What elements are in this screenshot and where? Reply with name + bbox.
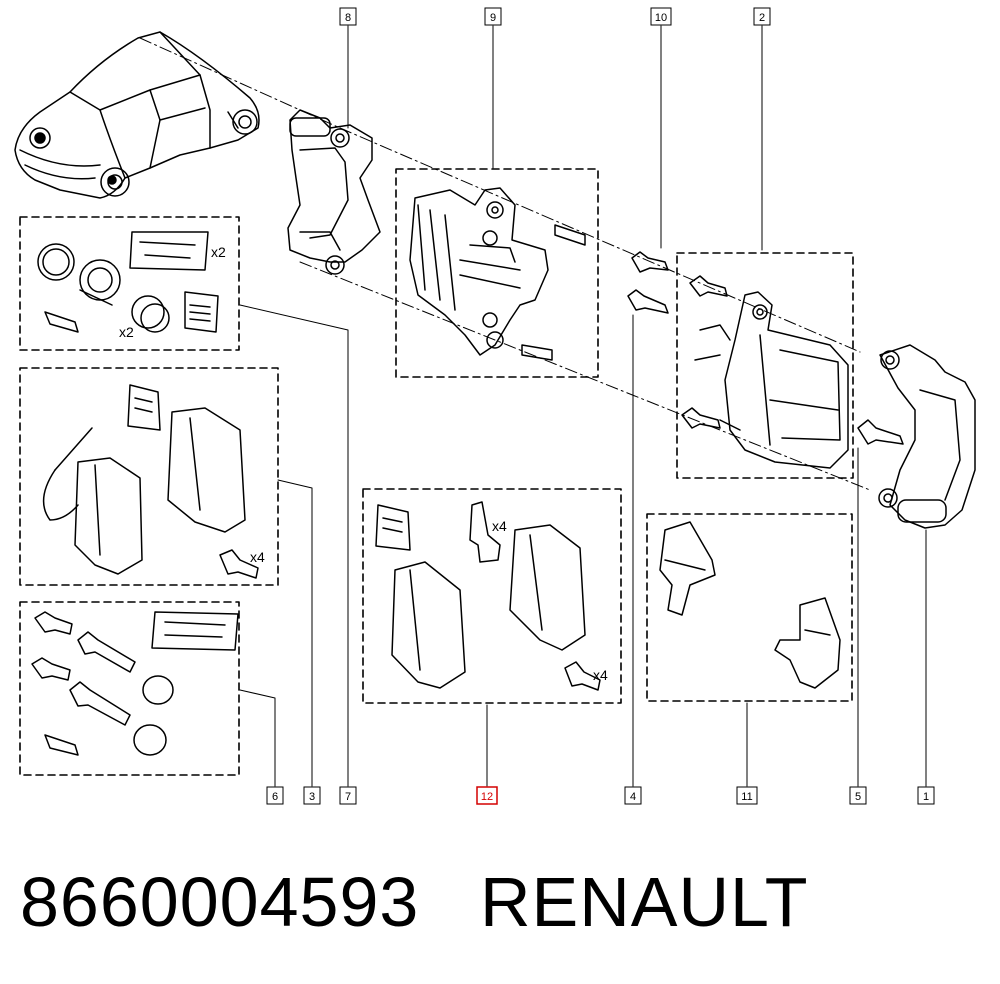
callout-11: 11 xyxy=(736,786,758,805)
kit-box-11 xyxy=(646,513,853,702)
car-illustration xyxy=(14,31,260,199)
axis-lines xyxy=(139,37,871,491)
leader-lines xyxy=(239,25,927,787)
callout-1: 1 xyxy=(917,786,935,805)
kit-6-contents xyxy=(31,611,239,756)
part-number: 8660004593 xyxy=(20,863,420,941)
caliper-bracket-8 xyxy=(287,109,381,275)
callout-10: 10 xyxy=(650,7,672,26)
quantity-labels: x2 x2 x4 x4 x4 xyxy=(119,244,608,683)
svg-text:12: 12 xyxy=(481,791,493,803)
callout-12: 12 xyxy=(476,786,498,805)
qty-kit12-bolts: x4 xyxy=(593,667,608,683)
kit-box-2 xyxy=(676,252,854,479)
callout-8: 8 xyxy=(339,7,357,26)
svg-text:9: 9 xyxy=(490,12,496,24)
kit-box-6 xyxy=(19,601,240,776)
kit-12-contents xyxy=(375,501,601,691)
kit-11-contents xyxy=(659,521,841,689)
bolts xyxy=(627,251,904,445)
svg-text:2: 2 xyxy=(759,12,765,24)
callout-4: 4 xyxy=(624,786,642,805)
kit-box-7 xyxy=(19,216,240,351)
bolt-caliper-b xyxy=(681,407,721,429)
kit-3-contents xyxy=(42,384,259,579)
svg-text:3: 3 xyxy=(309,791,315,803)
svg-text:10: 10 xyxy=(655,12,667,24)
callout-2: 2 xyxy=(753,7,771,26)
svg-text:4: 4 xyxy=(630,791,636,803)
bolt-4 xyxy=(627,289,669,314)
caliper-9 xyxy=(409,187,586,361)
brand-name: RENAULT xyxy=(480,863,809,941)
callout-6: 6 xyxy=(266,786,284,805)
callout-3: 3 xyxy=(303,786,321,805)
bolt-caliper-a xyxy=(689,275,728,297)
kit-box-3 xyxy=(19,367,279,586)
exploded-brake-diagram: 8 9 10 2 6 3 7 12 xyxy=(14,7,976,805)
svg-text:5: 5 xyxy=(855,791,861,803)
callout-7: 7 xyxy=(339,786,357,805)
bolt-10 xyxy=(631,251,669,273)
qty-kit2-seals: x2 xyxy=(211,244,226,260)
qty-kit3-bolts: x4 xyxy=(250,549,265,565)
caliper-bracket-1 xyxy=(878,344,976,529)
svg-text:11: 11 xyxy=(741,791,752,803)
qty-kit2-boots: x2 xyxy=(119,324,134,340)
svg-text:8: 8 xyxy=(345,12,351,24)
callout-9: 9 xyxy=(484,7,502,26)
callout-5: 5 xyxy=(849,786,867,805)
svg-text:1: 1 xyxy=(923,791,929,803)
svg-text:7: 7 xyxy=(345,791,351,803)
kit-box-9 xyxy=(395,168,599,378)
qty-kit12-clips: x4 xyxy=(492,518,507,534)
svg-text:6: 6 xyxy=(272,791,278,803)
caliper-2 xyxy=(694,291,849,469)
kit-boxes xyxy=(19,168,854,776)
callout-boxes: 8 9 10 2 6 3 7 12 xyxy=(266,7,935,805)
kit-box-12 xyxy=(362,488,622,704)
bolt-5 xyxy=(857,419,904,445)
kit-7-contents xyxy=(37,231,219,333)
